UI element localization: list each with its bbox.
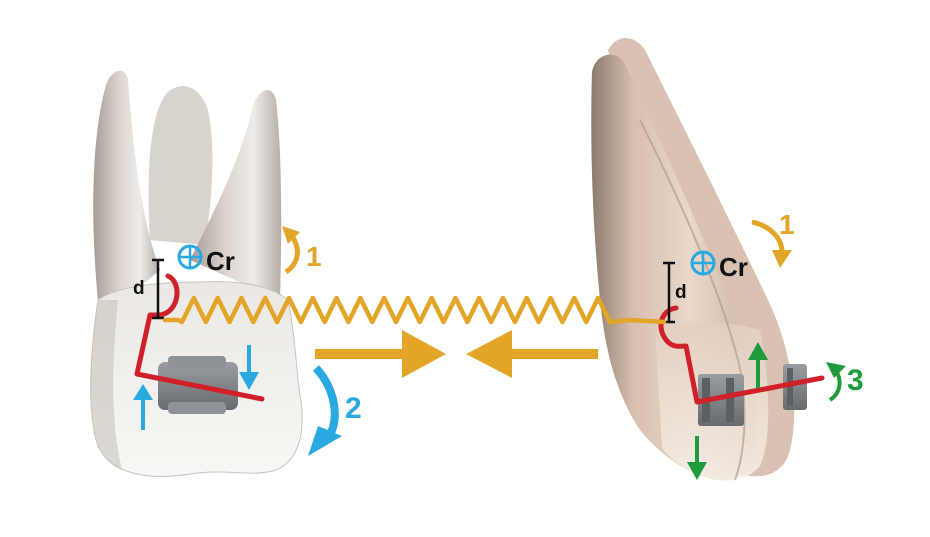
molar-distance-marker	[152, 258, 164, 320]
force-arrow-left	[466, 330, 598, 378]
force-arrow-right	[315, 330, 446, 378]
molar-center-of-resistance-icon	[177, 244, 203, 270]
incisor-distance-label: d	[675, 282, 687, 303]
incisor-rotation-3-arrow	[826, 362, 846, 402]
molar-root-mesial	[93, 70, 160, 321]
incisor-cr-label: Cr	[719, 252, 748, 282]
incisor-divider	[639, 119, 746, 481]
incisor-archwire	[658, 305, 825, 405]
molar-rotation-2-label: 2	[345, 392, 362, 425]
incisor-rotation-1-label: 1	[779, 209, 795, 240]
molar-tooth	[90, 70, 303, 477]
molar-rotation-1-arrow	[282, 226, 300, 275]
incisor-bracket-back	[783, 364, 807, 410]
coil-spring	[162, 295, 667, 325]
molar-rotation-1-label: 1	[306, 241, 322, 272]
incisor-down-arrow	[687, 436, 707, 480]
incisor-rotation-1-arrow	[751, 219, 792, 268]
molar-root-distal	[190, 89, 282, 300]
molar-intrusion-arrow	[239, 345, 259, 390]
molar-extrusion-arrow	[133, 384, 153, 430]
molar-distance-label: d	[133, 278, 145, 299]
molar-cr-label: Cr	[206, 246, 235, 276]
incisor-center-of-resistance-icon	[690, 250, 716, 276]
molar-crown-shade	[90, 300, 122, 470]
molar-rotation-2-arrow	[308, 365, 342, 456]
molar-root-palatal	[148, 86, 213, 245]
incisor-rotation-3-label: 3	[847, 364, 864, 397]
incisor-up-arrow	[748, 342, 768, 388]
molar-archwire	[134, 273, 265, 402]
